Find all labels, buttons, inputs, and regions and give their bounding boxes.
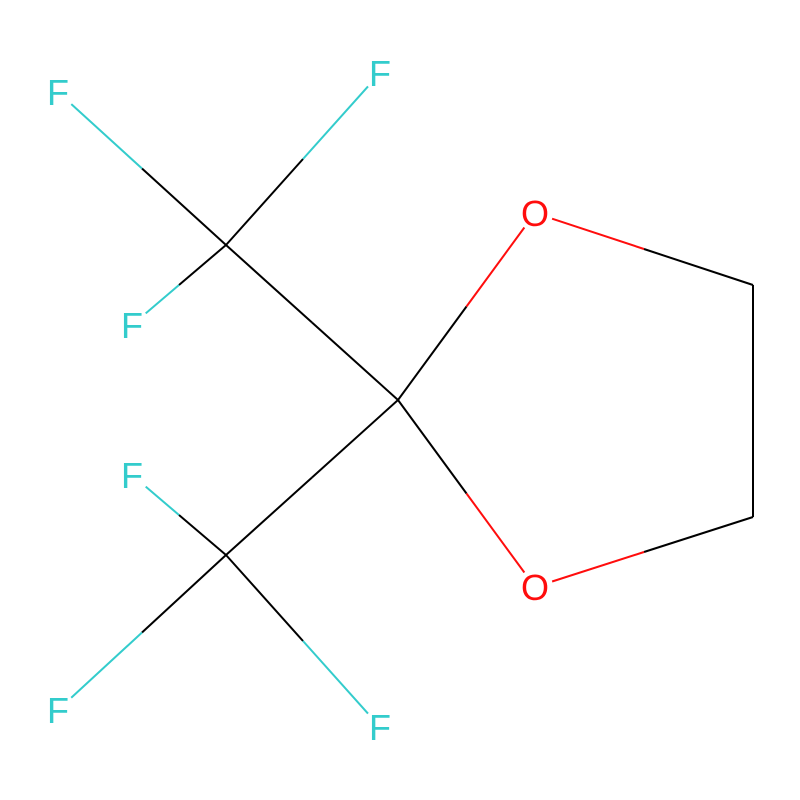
bond-C2-F2-half-b [302, 85, 369, 160]
bond-C5-O2-half-b [551, 551, 645, 583]
bond-C1-C3-half-b [225, 476, 313, 556]
bond-C1-C2-half-b [225, 244, 313, 324]
atom-label-f1: F [47, 72, 69, 113]
bond-C1-C2-half-a [311, 321, 399, 401]
bond-C3-F6-half-a [225, 554, 304, 642]
bond-C1-C3-half-a [311, 399, 399, 479]
bond-O1-C4-half-b [643, 248, 754, 286]
bond-C2-F1-half-b [70, 103, 143, 170]
atom-label-f3: F [121, 305, 143, 346]
bond-C1-O1-half-a [397, 305, 468, 401]
atom-label-f5: F [47, 690, 69, 731]
bond-C3-F5-half-a [141, 554, 227, 634]
bond-C3-F5-half-b [70, 631, 143, 699]
atom-label-f6: F [369, 707, 391, 748]
bond-C2-F1-half-a [141, 167, 227, 246]
bond-C3-F4-half-b [145, 485, 180, 516]
bond-C2-F3-half-b [145, 284, 180, 315]
atom-label-f2: F [369, 53, 391, 94]
atom-label-o1: O [521, 193, 549, 234]
bond-C1-O1-half-b [465, 226, 526, 308]
atom-label-o2: O [521, 567, 549, 608]
bond-O1-C4-half-a [551, 217, 645, 250]
bond-C3-F6-half-b [302, 640, 369, 715]
atom-label-f4: F [121, 455, 143, 496]
bond-C1-O2-half-b [465, 492, 526, 574]
bond-C5-O2-half-a [643, 516, 754, 553]
bond-C2-F3-half-a [178, 244, 227, 286]
bond-C1-O2-half-a [397, 399, 468, 495]
bond-C2-F2-half-a [225, 158, 304, 246]
bond-C3-F4-half-a [178, 514, 227, 556]
